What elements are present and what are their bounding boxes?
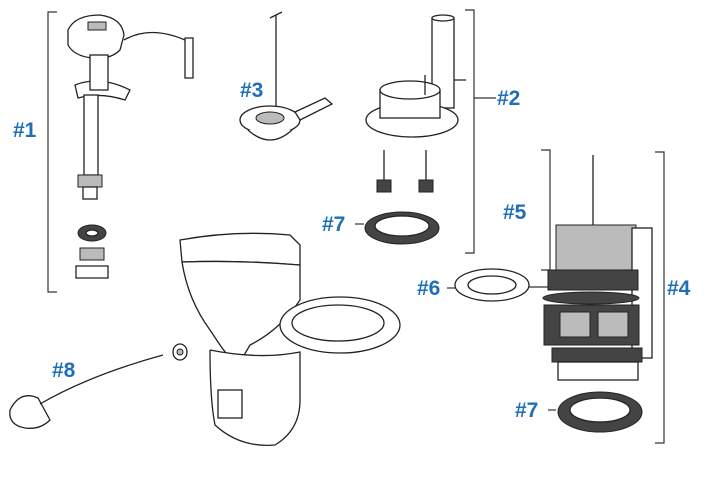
gasket-6-hole xyxy=(467,275,517,295)
label-part-6: #6 xyxy=(417,277,441,300)
bracket-part-1 xyxy=(47,11,57,293)
label-part-5: #5 xyxy=(503,201,527,224)
bracket-part-4 xyxy=(655,151,665,444)
flapper xyxy=(239,11,334,141)
fill-valve xyxy=(67,14,194,279)
label-part-8: #8 xyxy=(52,359,76,382)
bracket-part-2 xyxy=(465,9,475,254)
flush-valve xyxy=(364,14,466,245)
label-part-7-top: #7 xyxy=(322,213,346,236)
label-part-2: #2 xyxy=(497,87,521,110)
label-part-1: #1 xyxy=(13,119,37,142)
label-part-7-bottom: #7 xyxy=(515,399,539,422)
trip-lever xyxy=(9,343,188,429)
label-part-3: #3 xyxy=(240,79,264,102)
bracket-part-5 xyxy=(541,149,551,271)
flush-valve-assembly xyxy=(542,155,653,433)
label-part-4: #4 xyxy=(667,277,691,300)
toilet xyxy=(179,232,401,446)
